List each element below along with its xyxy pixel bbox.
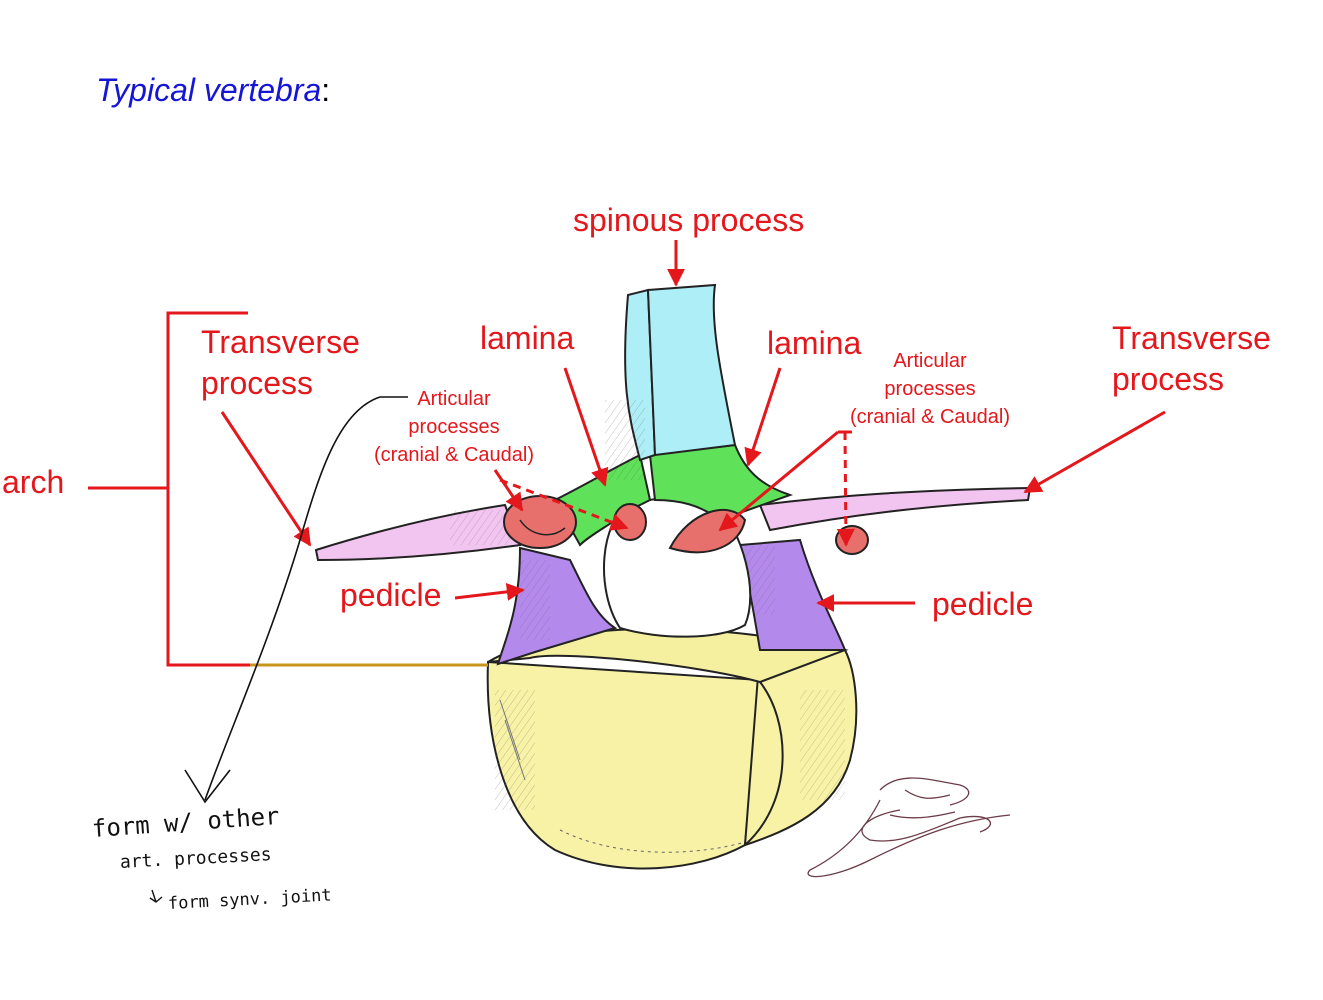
- label-pedicle-right: pedicle: [932, 586, 1034, 622]
- label-articular-processes-right: Articular processes (cranial & Caudal): [836, 347, 1024, 431]
- label-transverse-right-line2: process: [1112, 360, 1225, 397]
- pedicles: [496, 538, 847, 666]
- pointer-arrows: [220, 240, 1166, 612]
- title-suffix: :: [321, 72, 331, 108]
- articular-left-line1: Articular: [417, 388, 491, 410]
- label-pedicle-left: pedicle: [340, 577, 442, 613]
- hand-small-arrow-icon: [149, 889, 163, 903]
- label-transverse-process-left: Transverse process: [201, 322, 360, 404]
- label-articular-processes-left: Articular processes (cranial & Caudal): [360, 385, 548, 469]
- articular-left-line2: processes: [408, 416, 500, 438]
- page-title: Typical vertebra:: [96, 72, 330, 109]
- label-transverse-right-line1: Transverse: [1112, 320, 1271, 356]
- spinous-process: [605, 283, 737, 480]
- label-lamina-right: lamina: [767, 325, 862, 361]
- label-transverse-process-right: Transverse process: [1112, 318, 1271, 400]
- articular-right-line3: (cranial & Caudal): [849, 406, 1011, 428]
- label-arch: arch: [2, 464, 65, 500]
- arch-bracket: [88, 311, 488, 667]
- handwritten-arrow: [184, 396, 408, 804]
- articular-right-line2: processes: [884, 378, 976, 400]
- vertebral-body: [486, 627, 858, 870]
- transverse-processes: [314, 486, 1032, 562]
- label-spinous-process: spinous process: [573, 202, 805, 238]
- label-transverse-left-line2: process: [201, 364, 314, 401]
- signature: [807, 777, 1011, 878]
- articular-left-line3: (cranial & Caudal): [373, 444, 535, 466]
- title-italic: Typical vertebra: [96, 72, 322, 108]
- articular-right-line1: Articular: [893, 350, 967, 372]
- label-transverse-left-line1: Transverse: [201, 324, 360, 360]
- label-lamina-left: lamina: [480, 320, 575, 356]
